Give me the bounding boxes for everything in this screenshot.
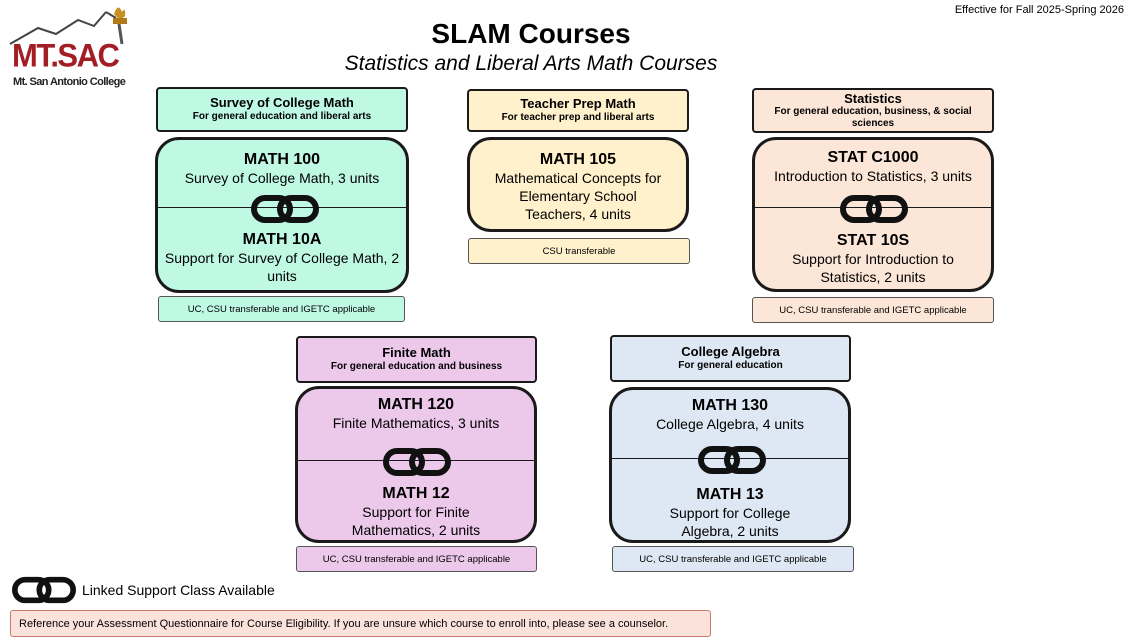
finite-header: Finite Math For general education and bu…: [296, 336, 537, 383]
survey-main-course: MATH 100 Survey of College Math, 3 units: [164, 150, 400, 188]
finite-transfer-note: UC, CSU transferable and IGETC applicabl…: [296, 546, 537, 572]
algebra-main-desc: College Algebra, 4 units: [656, 416, 804, 433]
college-logo: MT.SAC Mt. San Antonio College: [8, 4, 138, 90]
legend: Linked Support Class Available: [10, 573, 275, 607]
teacher-main-desc: Mathematical Concepts for Elementary Sch…: [494, 170, 662, 223]
survey-transfer-note: UC, CSU transferable and IGETC applicabl…: [158, 296, 405, 322]
mountain-torch-icon: [9, 7, 127, 45]
survey-main-desc: Survey of College Math, 3 units: [184, 170, 380, 187]
chain-link-icon: [12, 576, 76, 604]
teacher-course-box: MATH 105 Mathematical Concepts for Eleme…: [467, 137, 689, 232]
survey-support-desc: Support for Survey of College Math, 2 un…: [164, 250, 400, 285]
chain-link-icon: [698, 446, 766, 474]
algebra-course-box: MATH 130 College Algebra, 4 units MATH 1…: [609, 387, 851, 543]
algebra-transfer-note: UC, CSU transferable and IGETC applicabl…: [612, 546, 854, 572]
finite-support-code: MATH 12: [382, 485, 450, 502]
survey-main-code: MATH 100: [243, 151, 321, 168]
finite-main-code: MATH 120: [377, 396, 455, 413]
algebra-header: College Algebra For general education: [610, 335, 851, 382]
algebra-main-code: MATH 130: [691, 397, 769, 414]
page-subtitle: Statistics and Liberal Arts Math Courses: [344, 52, 718, 75]
teacher-header-title: Teacher Prep Math: [520, 96, 636, 112]
algebra-header-title: College Algebra: [681, 344, 780, 360]
algebra-support-code: MATH 13: [696, 486, 764, 503]
footer-notice: Reference your Assessment Questionnaire …: [10, 610, 711, 637]
logo-college-name: Mt. San Antonio College: [13, 76, 126, 88]
statistics-header: Statistics For general education, busine…: [752, 88, 994, 133]
finite-support-desc: Support for Finite Mathematics, 2 units: [351, 504, 481, 539]
statistics-support-course: STAT 10S Support for Introduction to Sta…: [761, 231, 985, 287]
teacher-main-code: MATH 105: [539, 151, 617, 168]
finite-divider: [298, 460, 534, 461]
statistics-main-course: STAT C1000 Introduction to Statistics, 3…: [761, 148, 985, 186]
finite-header-subtitle: For general education and business: [330, 361, 503, 373]
finite-support-course: MATH 12 Support for Finite Mathematics, …: [338, 484, 494, 540]
effective-date: Effective for Fall 2025-Spring 2026: [954, 4, 1124, 16]
logo-wordmark: MT.SAC: [12, 37, 120, 74]
finite-header-title: Finite Math: [382, 345, 451, 361]
chain-link-icon: [840, 195, 908, 223]
survey-course-box: MATH 100 Survey of College Math, 3 units…: [155, 137, 409, 293]
teacher-transfer-note: CSU transferable: [468, 238, 690, 264]
algebra-support-desc: Support for College Algebra, 2 units: [669, 505, 791, 540]
teacher-main-course: MATH 105 Mathematical Concepts for Eleme…: [476, 150, 680, 224]
finite-main-course: MATH 120 Finite Mathematics, 3 units: [304, 395, 528, 433]
teacher-header: Teacher Prep Math For teacher prep and l…: [467, 89, 689, 132]
chain-link-icon: [251, 195, 319, 223]
statistics-main-desc: Introduction to Statistics, 3 units: [774, 168, 972, 185]
chain-link-icon: [383, 448, 451, 476]
survey-header: Survey of College Math For general educa…: [156, 87, 408, 132]
legend-label: Linked Support Class Available: [82, 582, 275, 598]
algebra-support-course: MATH 13 Support for College Algebra, 2 u…: [652, 485, 808, 540]
teacher-header-subtitle: For teacher prep and liberal arts: [501, 112, 655, 124]
survey-header-title: Survey of College Math: [210, 95, 354, 111]
survey-support-code: MATH 10A: [242, 231, 322, 248]
page-title: SLAM Courses: [431, 18, 631, 49]
finite-course-box: MATH 120 Finite Mathematics, 3 units MAT…: [295, 386, 537, 543]
algebra-header-subtitle: For general education: [678, 360, 783, 372]
statistics-transfer-note: UC, CSU transferable and IGETC applicabl…: [752, 297, 994, 323]
statistics-course-box: STAT C1000 Introduction to Statistics, 3…: [752, 137, 994, 292]
survey-header-subtitle: For general education and liberal arts: [192, 111, 372, 123]
finite-main-desc: Finite Mathematics, 3 units: [332, 415, 500, 432]
statistics-header-title: Statistics: [844, 90, 902, 106]
algebra-main-course: MATH 130 College Algebra, 4 units: [618, 396, 842, 434]
statistics-support-desc: Support for Introduction to Statistics, …: [792, 251, 954, 286]
statistics-support-code: STAT 10S: [836, 232, 910, 249]
statistics-header-subtitle: For general education, business, & socia…: [774, 106, 972, 129]
statistics-main-code: STAT C1000: [827, 149, 919, 166]
statistics-divider: [755, 207, 991, 208]
survey-support-course: MATH 10A Support for Survey of College M…: [164, 230, 400, 286]
